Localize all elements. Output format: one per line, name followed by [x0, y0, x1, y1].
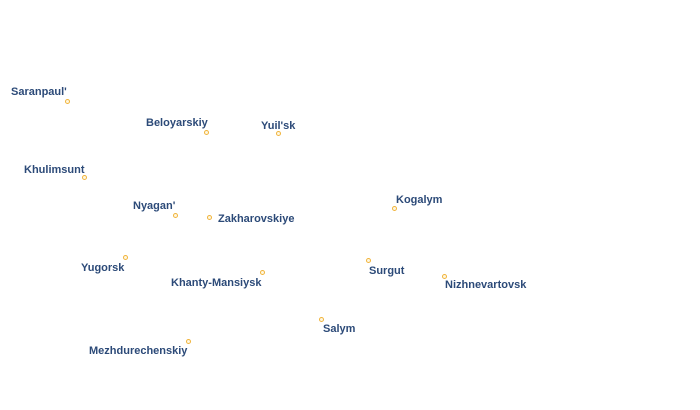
city-marker-saranpaul[interactable]	[65, 99, 70, 104]
city-label-beloyarskiy[interactable]: Beloyarskiy	[146, 117, 208, 129]
city-label-saranpaul[interactable]: Saranpaul'	[11, 86, 67, 98]
city-marker-khulimsunt[interactable]	[82, 175, 87, 180]
city-label-surgut[interactable]: Surgut	[369, 265, 405, 277]
city-marker-nizhnevartovsk[interactable]	[442, 274, 447, 279]
city-marker-surgut[interactable]	[366, 258, 371, 263]
city-label-salym[interactable]: Salym	[323, 323, 356, 335]
city-marker-yuilsk[interactable]	[276, 131, 281, 136]
city-label-nyagan[interactable]: Nyagan'	[133, 200, 176, 212]
city-marker-nyagan[interactable]	[173, 213, 178, 218]
city-label-yuilsk[interactable]: Yuil'sk	[261, 120, 296, 132]
city-label-nizhnevartovsk[interactable]: Nizhnevartovsk	[445, 279, 527, 291]
city-marker-mezhdurechenskiy[interactable]	[186, 339, 191, 344]
city-marker-khanty-mansiysk[interactable]	[260, 270, 265, 275]
city-marker-beloyarskiy[interactable]	[204, 130, 209, 135]
city-label-kogalym[interactable]: Kogalym	[396, 194, 443, 206]
city-marker-yugorsk[interactable]	[123, 255, 128, 260]
city-marker-salym[interactable]	[319, 317, 324, 322]
city-label-khanty-mansiysk[interactable]: Khanty-Mansiysk	[171, 277, 262, 289]
city-marker-kogalym[interactable]	[392, 206, 397, 211]
city-label-yugorsk[interactable]: Yugorsk	[81, 262, 125, 274]
city-label-khulimsunt[interactable]: Khulimsunt	[24, 164, 85, 176]
city-label-zakharovskiye[interactable]: Zakharovskiye	[218, 213, 295, 225]
city-label-mezhdurechenskiy[interactable]: Mezhdurechenskiy	[89, 345, 188, 357]
city-marker-zakharovskiye[interactable]	[207, 215, 212, 220]
